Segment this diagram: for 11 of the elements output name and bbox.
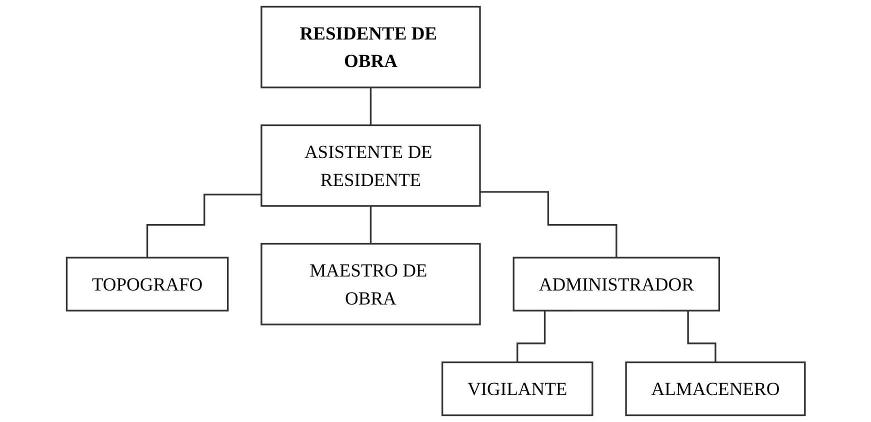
node-box: TOPOGRAFO [66,256,228,312]
connector [480,191,617,258]
node-box: MAESTRO DE OBRA [260,242,481,326]
connector [370,86,372,126]
node-box: ALMACENERO [624,361,806,416]
node-box: ASISTENTE DE RESIDENTE [260,124,481,207]
node-box: VIGILANTE [441,361,593,416]
node-box: ADMINISTRADOR [512,256,720,312]
connector [146,194,262,258]
connector [370,205,372,245]
node-box: RESIDENTE DE OBRA [260,6,481,88]
